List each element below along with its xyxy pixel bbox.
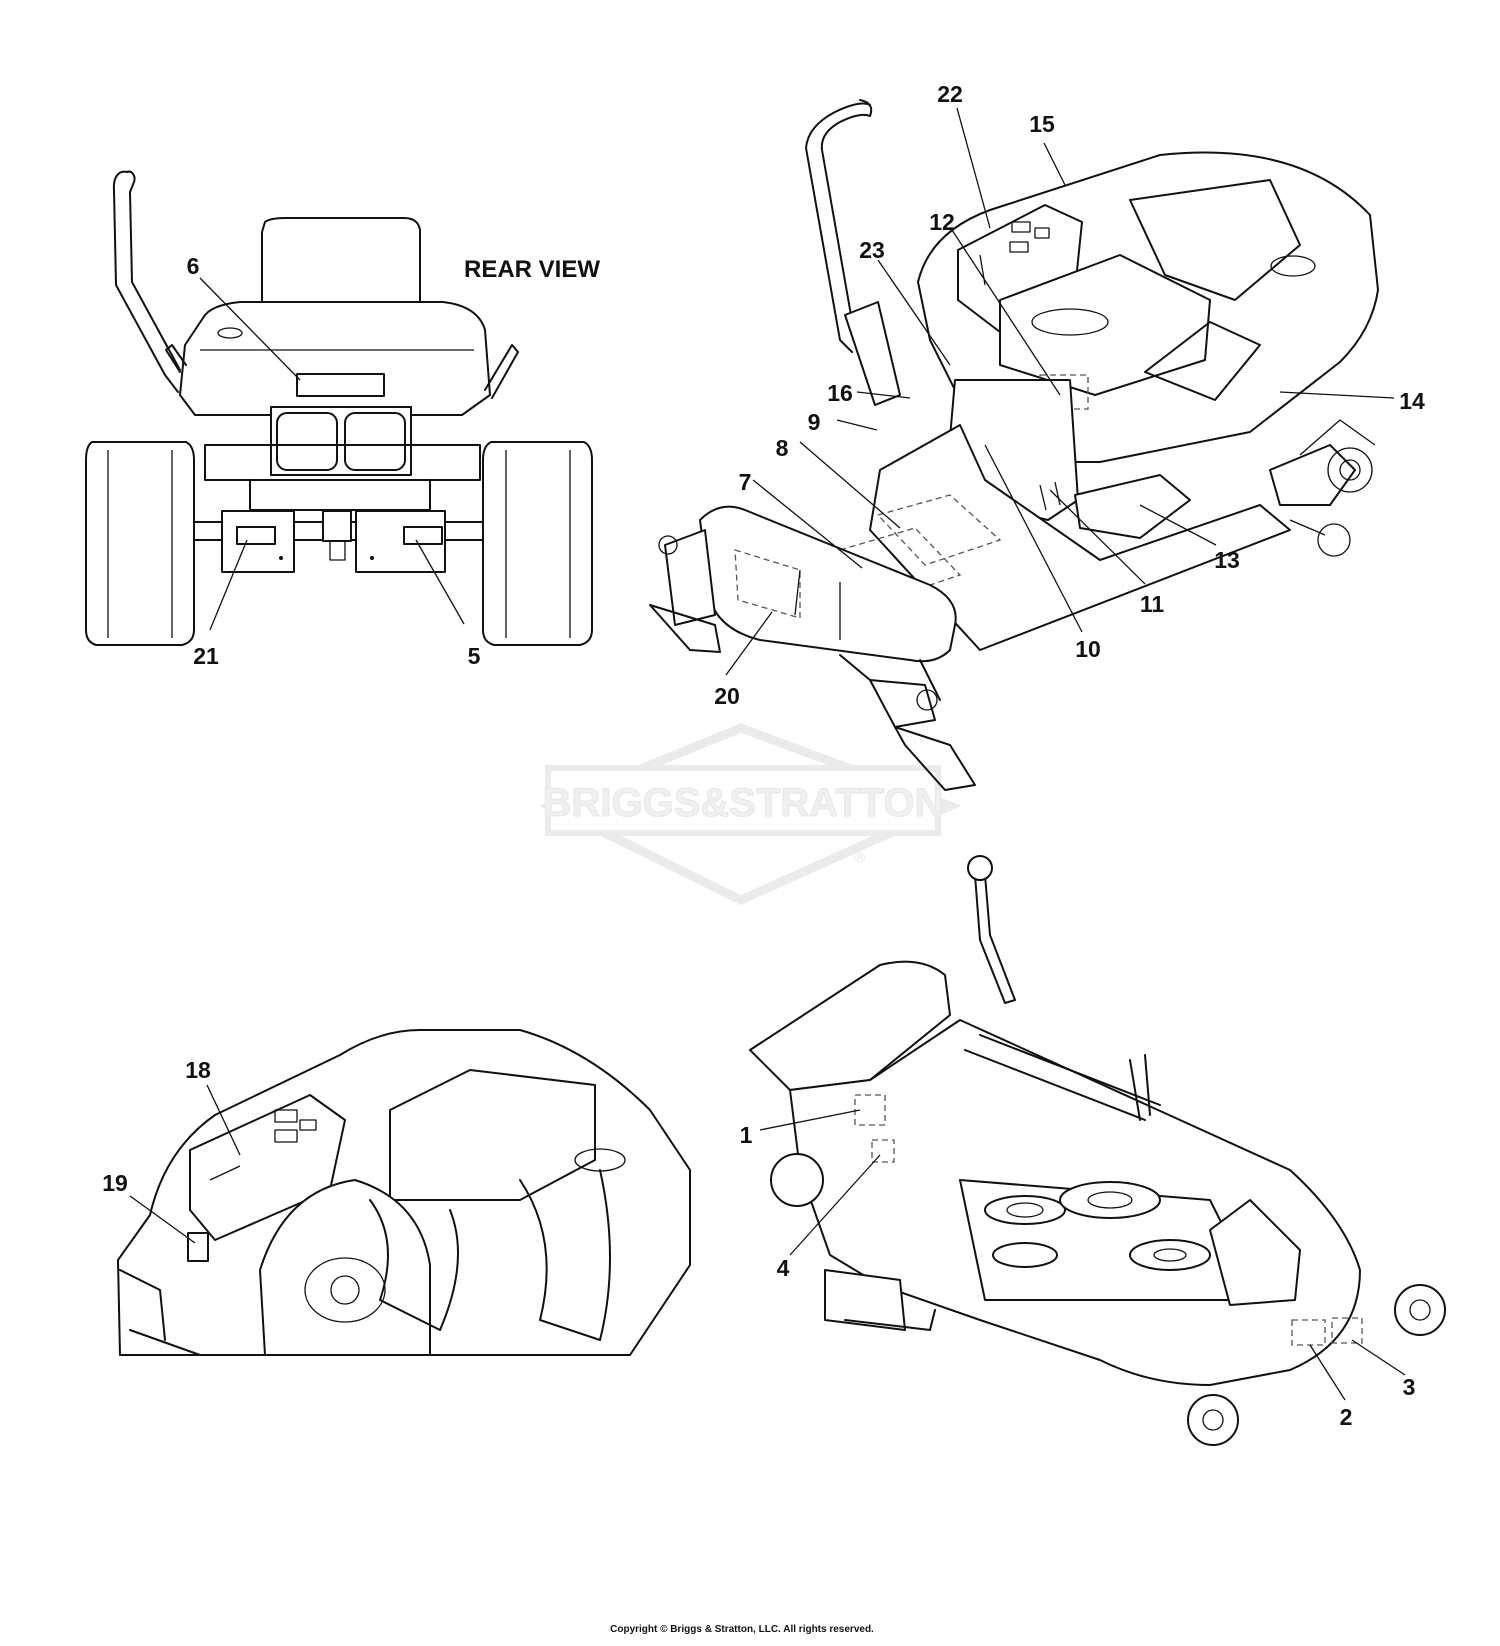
fender-decal-19 — [187, 1232, 209, 1262]
callout-1: 1 — [740, 1122, 753, 1148]
callout-19: 19 — [102, 1170, 128, 1196]
callout-13: 13 — [1214, 547, 1240, 573]
callout-4: 4 — [777, 1255, 790, 1281]
watermark-brand: BRIGGS&STRATTON — [543, 781, 944, 825]
callout-8: 8 — [776, 435, 789, 461]
callout-5: 5 — [468, 643, 481, 669]
callout-15: 15 — [1029, 111, 1055, 137]
callout-7: 7 — [739, 469, 752, 495]
chassis-decal-20 — [734, 549, 801, 619]
callout-16: 16 — [827, 380, 853, 406]
callout-21: 21 — [193, 643, 219, 669]
watermark-logo: BRIGGS&STRATTON ® — [539, 723, 962, 905]
deck-decal-3 — [1331, 1317, 1363, 1344]
copyright-notice: Copyright © Briggs & Stratton, LLC. All … — [610, 1624, 874, 1635]
callout-23: 23 — [859, 237, 885, 263]
deck-decal-2 — [1291, 1319, 1326, 1346]
deck-illustration: 1 4 2 3 — [740, 855, 1446, 1446]
callout-11: 11 — [1140, 591, 1165, 617]
callout-2: 2 — [1340, 1404, 1353, 1430]
deck-decal-1 — [854, 1094, 886, 1126]
chassis-illustration: 22 15 12 23 16 9 8 7 14 13 11 10 20 — [649, 81, 1425, 791]
rear-view-illustration: REAR VIEW 6 21 5 — [85, 170, 600, 669]
callout-10: 10 — [1075, 636, 1101, 662]
watermark-registered-mark: ® — [855, 849, 866, 865]
callout-12: 12 — [929, 209, 955, 235]
callout-3: 3 — [1403, 1374, 1416, 1400]
callout-14: 14 — [1399, 388, 1425, 414]
rear-decal-5 — [403, 526, 443, 545]
callout-6: 6 — [187, 253, 200, 279]
chassis-part-13 — [1074, 474, 1191, 539]
callout-20: 20 — [714, 683, 740, 709]
rear-decal-21 — [236, 526, 276, 545]
deck-decal-4 — [871, 1139, 895, 1163]
fender-illustration: 18 19 — [102, 1029, 691, 1356]
callout-22: 22 — [937, 81, 963, 107]
rear-view-title: REAR VIEW — [464, 256, 600, 283]
callout-18: 18 — [185, 1057, 211, 1083]
rear-decal-6 — [296, 373, 385, 397]
chassis-decal-8 — [876, 494, 1002, 566]
callout-9: 9 — [808, 409, 821, 435]
